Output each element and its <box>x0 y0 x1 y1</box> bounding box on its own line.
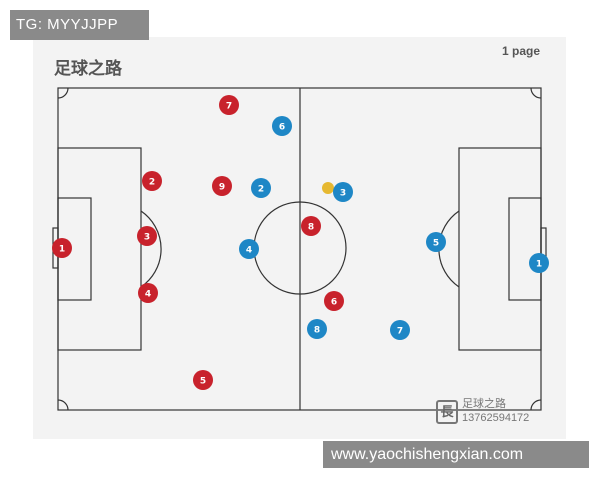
watermark-name: 足球之路 <box>462 398 506 410</box>
player-number: 3 <box>144 233 150 243</box>
blue-player: 6 <box>272 116 292 136</box>
blue-player: 5 <box>426 232 446 252</box>
red-player: 6 <box>324 291 344 311</box>
corner-arc <box>57 399 69 411</box>
player-number: 6 <box>279 123 285 133</box>
player-number: 2 <box>149 178 155 188</box>
red-player: 9 <box>212 176 232 196</box>
player-number: 1 <box>536 260 542 270</box>
red-player: 7 <box>219 95 239 115</box>
player-number: 1 <box>59 245 65 255</box>
blue-player: 4 <box>239 239 259 259</box>
corner-arc <box>57 87 69 99</box>
blue-player: 2 <box>251 178 271 198</box>
player-number: 3 <box>340 189 346 199</box>
red-player: 3 <box>137 226 157 246</box>
watermark-phone: 13762594172 <box>462 412 530 424</box>
url-label: www.yaochishengxian.com <box>323 441 589 468</box>
corner-arc <box>530 87 542 99</box>
player-number: 7 <box>226 102 232 112</box>
red-player: 1 <box>52 238 72 258</box>
player-number: 6 <box>331 298 337 308</box>
player-number: 4 <box>145 290 151 300</box>
blue-player: 1 <box>529 253 549 273</box>
player-number: 5 <box>200 377 206 387</box>
corner-arc <box>530 399 542 411</box>
players-layer: 7 2 9 3 4 1 8 6 <box>52 95 549 390</box>
player-number: 2 <box>258 185 264 195</box>
right-penalty-box <box>458 147 542 351</box>
right-goal-box <box>508 197 542 301</box>
ball <box>322 182 334 194</box>
player-number: 9 <box>219 183 225 193</box>
player-number: 4 <box>246 246 252 256</box>
logo-icon: 長 <box>436 400 458 424</box>
blue-player: 3 <box>333 182 353 202</box>
watermark: 長 足球之路 13762594172 <box>436 398 558 428</box>
red-player: 2 <box>142 171 162 191</box>
page-title: 足球之路 <box>54 59 122 79</box>
red-player: 5 <box>193 370 213 390</box>
blue-player: 7 <box>390 320 410 340</box>
player-number: 8 <box>314 326 320 336</box>
tg-label: TG: MYYJJPP <box>10 10 149 40</box>
player-number: 8 <box>308 223 314 233</box>
blue-player: 8 <box>307 319 327 339</box>
player-number: 7 <box>397 327 403 337</box>
red-player: 4 <box>138 283 158 303</box>
page-number: 1 page <box>502 44 541 58</box>
player-number: 5 <box>433 239 439 249</box>
red-player: 8 <box>301 216 321 236</box>
left-penalty-arc <box>140 210 162 288</box>
